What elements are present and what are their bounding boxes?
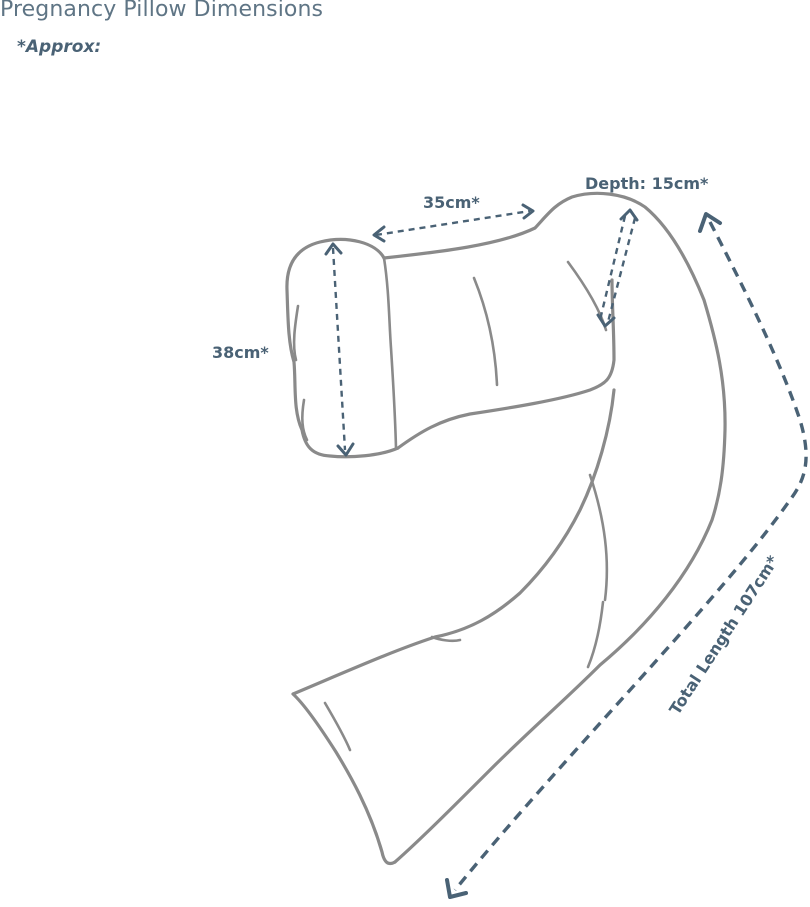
total-length-arrow-head-bottom — [445, 878, 468, 899]
page-title: Pregnancy Pillow Dimensions — [0, 0, 324, 22]
crease-1 — [472, 276, 499, 387]
crease-5 — [586, 600, 605, 669]
crease-7 — [292, 304, 300, 362]
crease-8 — [301, 398, 309, 442]
depth-arrow — [596, 208, 639, 328]
total-length-arrow-line — [453, 221, 808, 892]
pillow-outline — [285, 191, 727, 866]
width-label: 35cm* — [423, 193, 480, 212]
width-arrow-line — [375, 209, 531, 237]
top-edge — [382, 191, 727, 864]
total-length-arrow — [445, 212, 808, 899]
total-length-arrow-head-top — [698, 212, 722, 233]
width-arrow — [372, 203, 535, 243]
bottom-edge — [396, 278, 616, 450]
height-arrow-line — [331, 247, 347, 451]
head-cushion-inner-edge — [382, 256, 398, 450]
head-cushion-outline — [285, 237, 400, 459]
width-arrow-head-left — [372, 225, 386, 243]
tail-edge — [291, 388, 616, 866]
crease-3 — [430, 635, 462, 643]
depth-arrow-line-2 — [606, 217, 637, 323]
depth-arrow-head-bottom — [596, 313, 616, 328]
height-arrow-head-bottom — [336, 442, 355, 457]
width-arrow-head-right — [521, 203, 535, 220]
approx-note: *Approx: — [17, 37, 102, 57]
height-arrow-head-top — [324, 242, 343, 256]
height-arrow — [324, 242, 355, 457]
depth-arrow-line-1 — [598, 215, 627, 321]
crease-4 — [588, 473, 609, 602]
depth-arrow-head-top — [619, 208, 639, 222]
depth-label: Depth: 15cm* — [585, 174, 709, 193]
crease-6 — [323, 701, 352, 752]
height-label: 38cm* — [212, 343, 269, 362]
